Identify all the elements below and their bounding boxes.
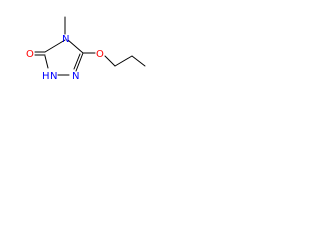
bond-o-ch2 — [104, 55, 116, 67]
bond-c3-n4 — [44, 39, 66, 53]
structure-canvas: O N N O N H — [0, 0, 150, 107]
molecule-svg: O N N O N H — [26, 16, 146, 82]
atom-nitrogen-1: N — [72, 71, 79, 82]
bond-c5-n1-double — [73, 53, 81, 70]
atom-nitrogen-4: N — [62, 34, 69, 45]
atom-nitrogen-2: N — [50, 71, 57, 82]
bond-n4-c5 — [67, 39, 84, 54]
bond-c5-n1 — [75, 52, 84, 72]
bond-ch2-ch3 — [131, 55, 146, 67]
atom-oxygen-carbonyl: O — [26, 49, 34, 60]
atom-hydrogen-2: H — [42, 71, 50, 82]
atom-oxygen-ether: O — [96, 49, 104, 60]
bond-n2-c3 — [44, 55, 49, 69]
bond-ch2-ch2 — [114, 55, 133, 67]
